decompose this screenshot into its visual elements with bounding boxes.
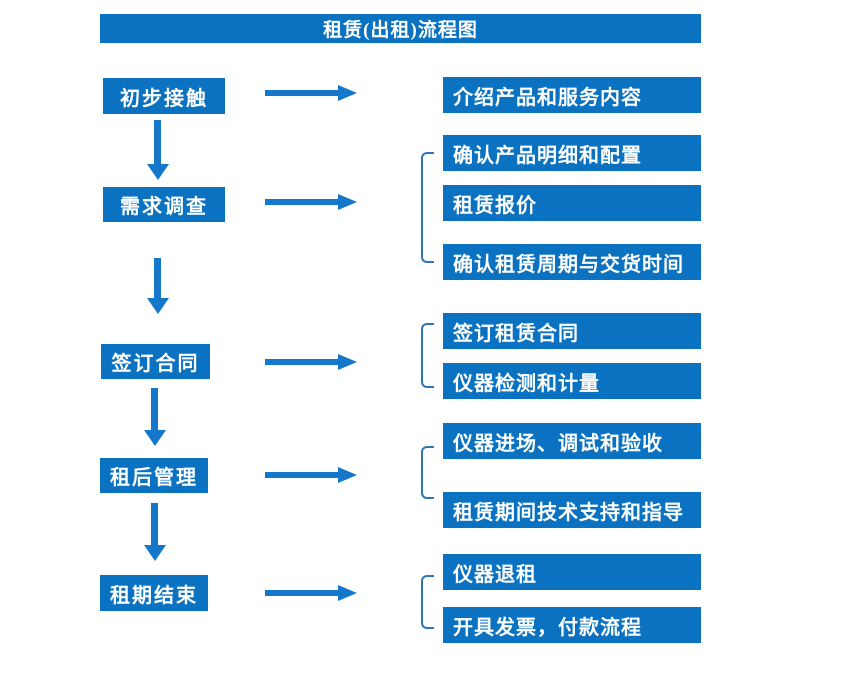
down-arrow-3-shaft <box>151 388 158 430</box>
group-bracket-demand-survey <box>421 152 434 263</box>
detail-box-rental-tech-support-guidance: 租赁期间技术支持和指导 <box>443 492 701 528</box>
right-arrow-3-head <box>338 354 357 370</box>
detail-box-introduce-products-services: 介绍产品和服务内容 <box>443 77 701 113</box>
right-arrow-2-shaft <box>265 199 339 205</box>
step-box-rental-period-end: 租期结束 <box>100 575 208 611</box>
step-box-demand-survey: 需求调查 <box>103 187 225 222</box>
detail-box-sign-rental-contract: 签订租赁合同 <box>443 313 701 349</box>
detail-box-instrument-return: 仪器退租 <box>443 554 701 590</box>
group-bracket-post-rental <box>421 446 434 499</box>
right-arrow-5-head <box>338 585 357 601</box>
detail-box-instrument-inspection-metering: 仪器检测和计量 <box>443 363 701 399</box>
detail-box-confirm-rental-period-delivery: 确认租赁周期与交货时间 <box>443 244 701 280</box>
down-arrow-4-shaft <box>151 503 158 545</box>
title-bar: 租赁(出租)流程图 <box>100 14 701 43</box>
step-box-initial-contact: 初步接触 <box>103 78 225 114</box>
detail-box-invoice-payment-process: 开具发票，付款流程 <box>443 607 701 643</box>
group-bracket-sign-contract <box>421 323 434 388</box>
down-arrow-2-shaft <box>154 258 161 298</box>
down-arrow-1-head <box>147 164 169 180</box>
right-arrow-1-shaft <box>265 90 339 96</box>
detail-box-rental-quote: 租赁报价 <box>443 185 701 221</box>
right-arrow-5-shaft <box>265 590 339 596</box>
group-bracket-rental-end <box>421 575 434 629</box>
step-box-post-rental-management: 租后管理 <box>100 458 208 493</box>
down-arrow-3-head <box>144 430 166 446</box>
right-arrow-3-shaft <box>265 359 339 365</box>
right-arrow-2-head <box>338 194 357 210</box>
detail-box-confirm-product-details-config: 确认产品明细和配置 <box>443 135 701 171</box>
down-arrow-4-head <box>144 545 166 561</box>
right-arrow-4-head <box>338 467 357 483</box>
detail-box-instrument-entry-debug-acceptance: 仪器进场、调试和验收 <box>443 423 701 459</box>
right-arrow-4-shaft <box>265 472 339 478</box>
page-title: 租赁(出租)流程图 <box>323 20 478 41</box>
right-arrow-1-head <box>338 85 357 101</box>
down-arrow-1-shaft <box>154 120 161 164</box>
step-box-sign-contract: 签订合同 <box>101 344 210 379</box>
down-arrow-2-head <box>147 298 169 314</box>
